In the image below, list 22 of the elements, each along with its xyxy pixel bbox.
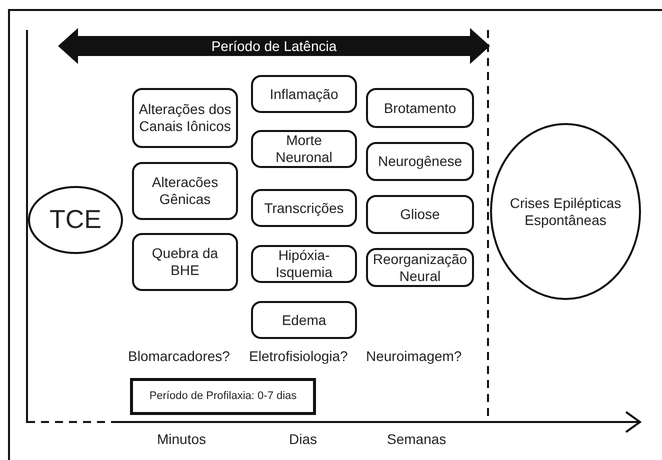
process-box: Gliose [366,195,474,234]
process-box: Alterações dos Canais Iônicos [132,88,238,148]
question-text: Eletrofisiologia? [249,347,348,366]
double-arrow-band: Período de Latência [58,28,490,64]
process-box: Inflamação [251,75,357,113]
axis-label: Dias [289,430,318,449]
ellipse-node: TCE [28,186,123,254]
process-box: Hipóxia-Isquemia [251,245,357,283]
process-box: Alteracões Gênicas [132,162,238,220]
question-text: Blomarcadores? [128,347,230,366]
period-box: Período de Profilaxia: 0-7 dias [130,378,316,415]
process-box: Neurogênese [366,142,474,181]
axis-label: Semanas [387,430,446,449]
process-box: Transcrições [251,189,357,227]
process-box: Brotamento [366,88,474,128]
axis-label: Minutos [157,430,206,449]
ellipse-node: Crises Epilépticas Espontâneas [490,123,641,300]
process-box: Morte Neuronal [251,130,357,168]
process-box: Edema [251,301,357,339]
process-box: Reorganização Neural [366,248,474,287]
process-box: Quebra da BHE [132,233,238,291]
question-text: Neuroimagem? [366,347,462,366]
